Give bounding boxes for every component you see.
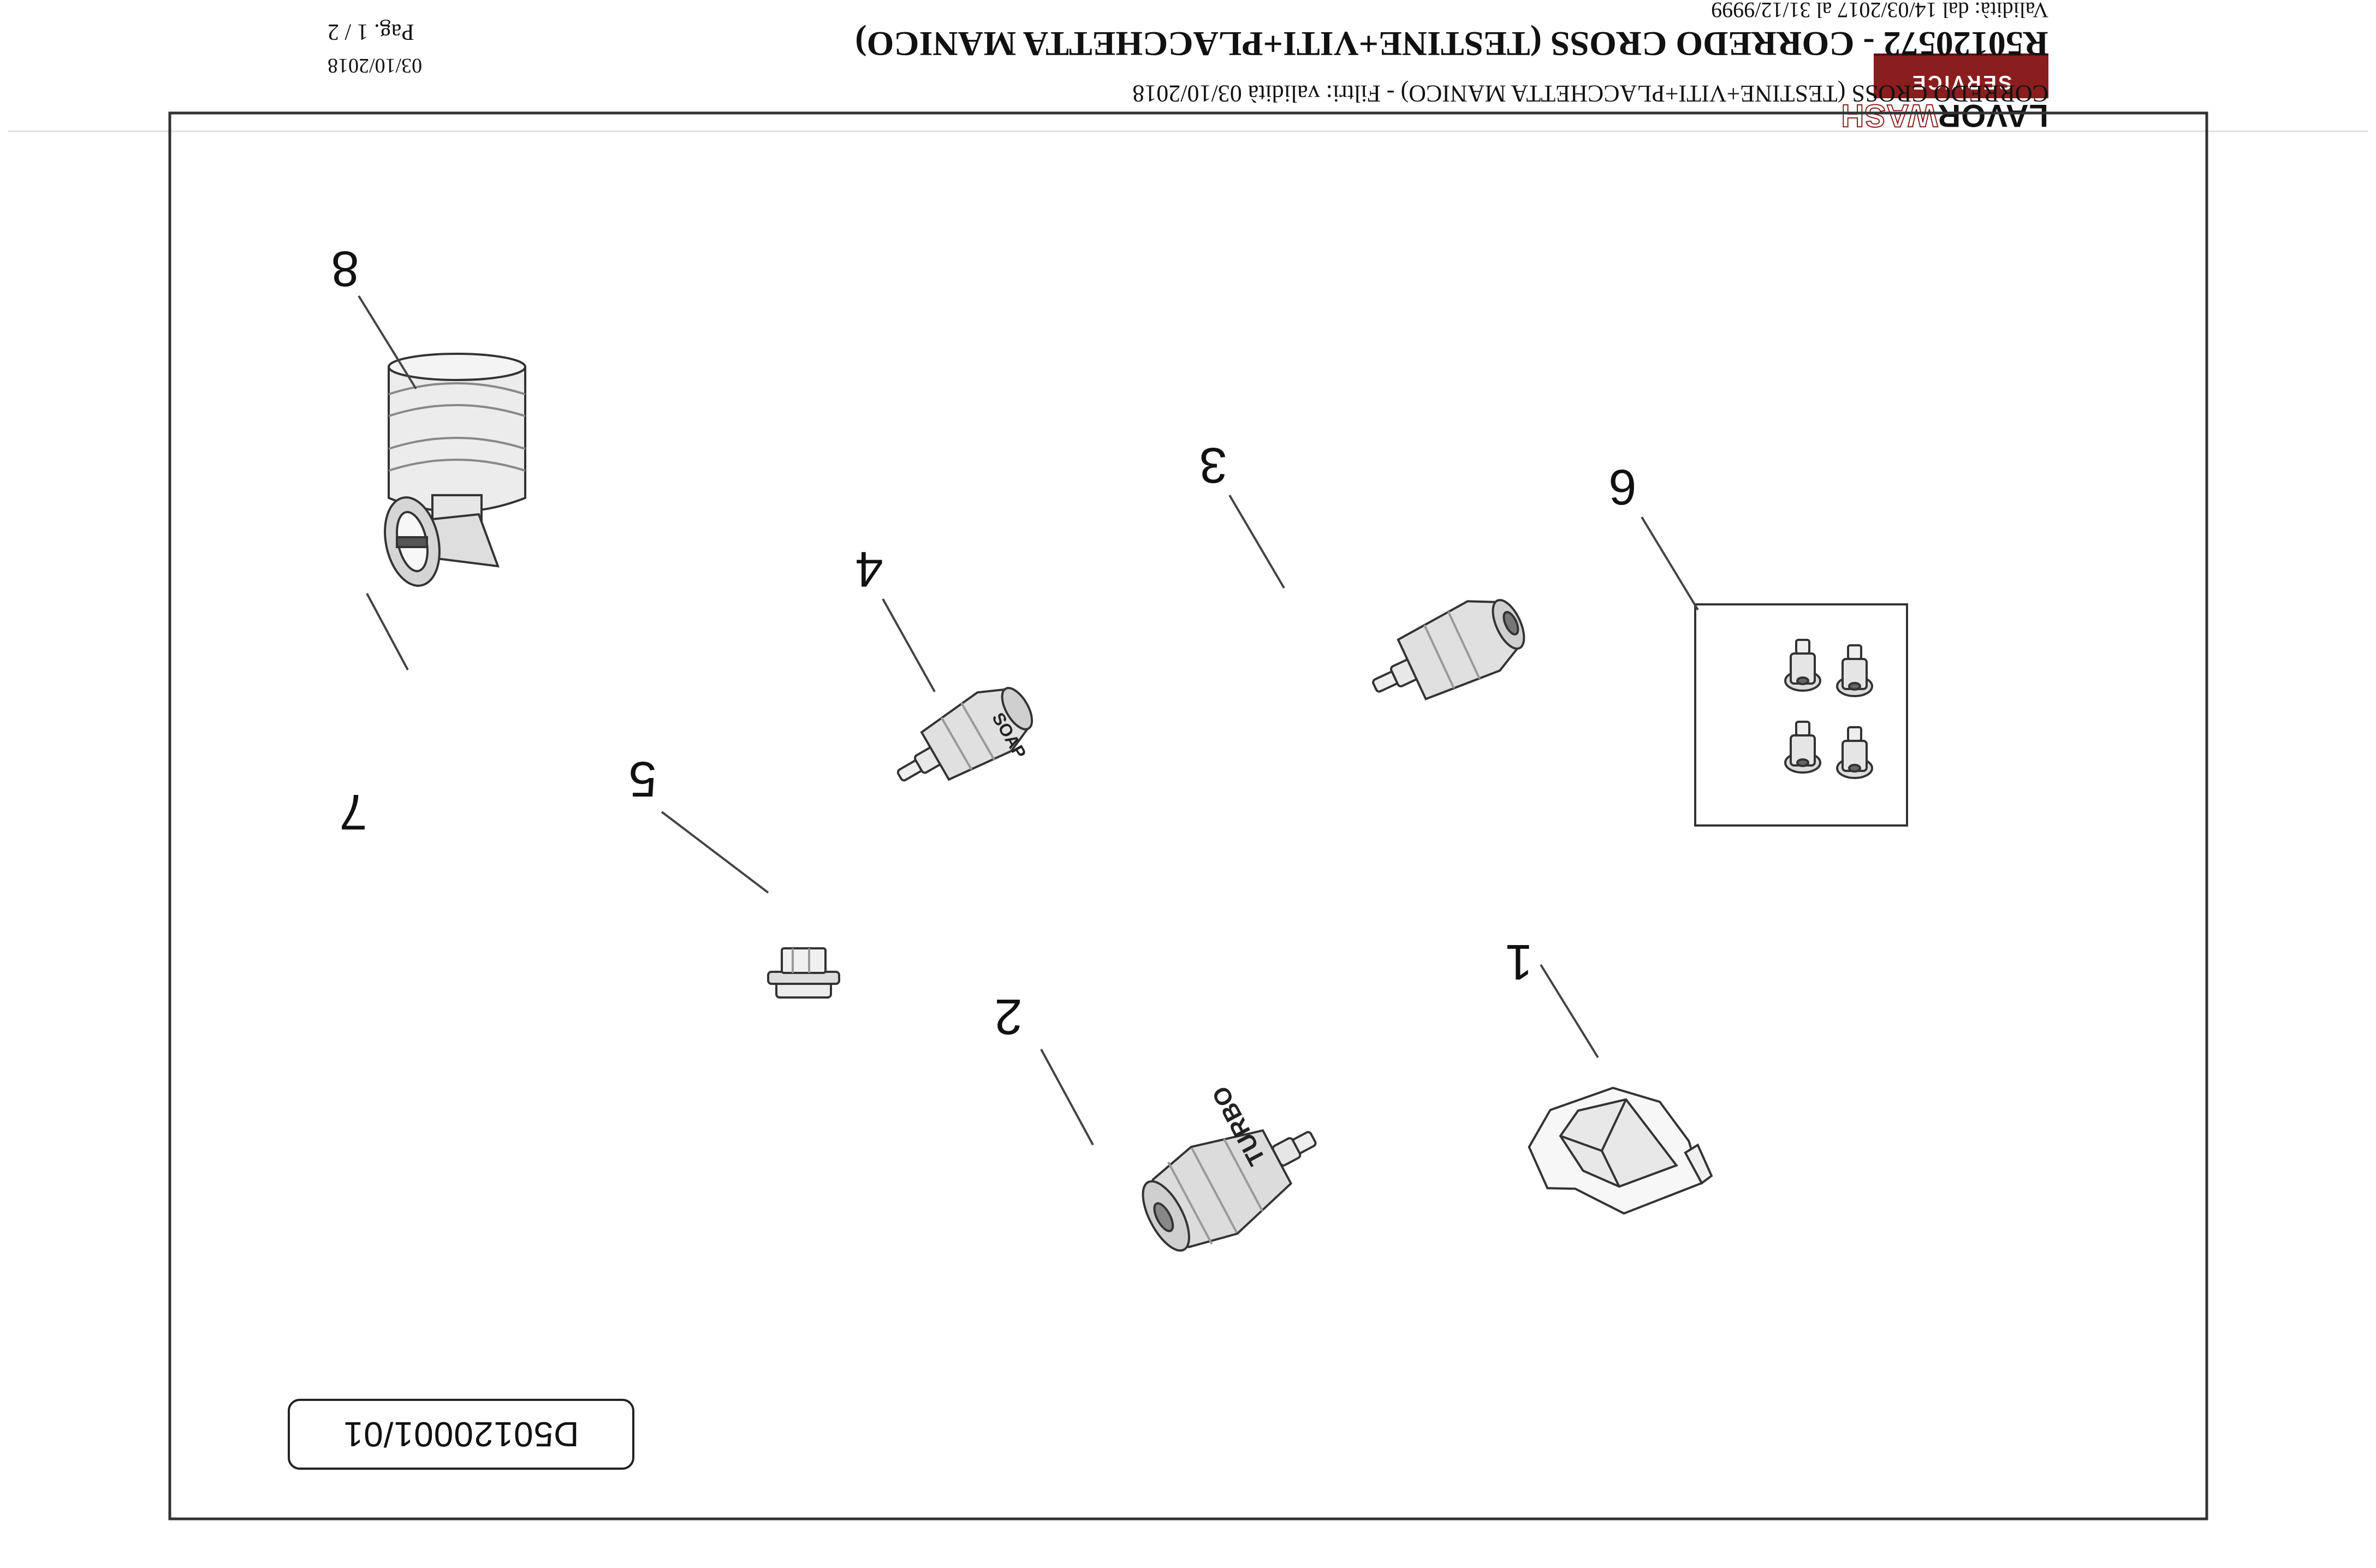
drawing-border <box>168 111 2208 1521</box>
callout-7: 7 <box>339 784 367 840</box>
kit-box <box>1694 603 1908 827</box>
leader-1 <box>1540 964 1599 1059</box>
callout-2: 2 <box>994 989 1023 1044</box>
callout-8: 8 <box>331 241 359 296</box>
leader-5 <box>661 811 769 894</box>
leader-8 <box>358 295 417 390</box>
leader-4 <box>882 598 936 692</box>
callout-5: 5 <box>628 751 657 807</box>
part-7-foam-nozzle <box>384 494 500 587</box>
part-3-nozzle <box>1372 599 1525 700</box>
part-8-foam-bottle <box>388 353 526 513</box>
callout-3: 3 <box>1199 437 1227 493</box>
part-1-handle-plate <box>1528 1086 1713 1215</box>
part-4-soap-nozzle: SOAP <box>896 687 1033 782</box>
drawing-code: D50120001/01 <box>288 1399 634 1470</box>
callout-6: 6 <box>1608 459 1637 515</box>
leader-3 <box>1228 494 1285 589</box>
part-2-turbo-nozzle: TURBO <box>1142 1082 1317 1252</box>
callout-4: 4 <box>855 541 883 597</box>
leader-6 <box>1641 516 1699 611</box>
leader-7 <box>366 593 409 670</box>
callout-1: 1 <box>1505 934 1533 990</box>
part-5-plug <box>767 947 840 999</box>
part-6-nozzle-kit <box>1694 603 1908 827</box>
leader-2 <box>1040 1049 1094 1145</box>
